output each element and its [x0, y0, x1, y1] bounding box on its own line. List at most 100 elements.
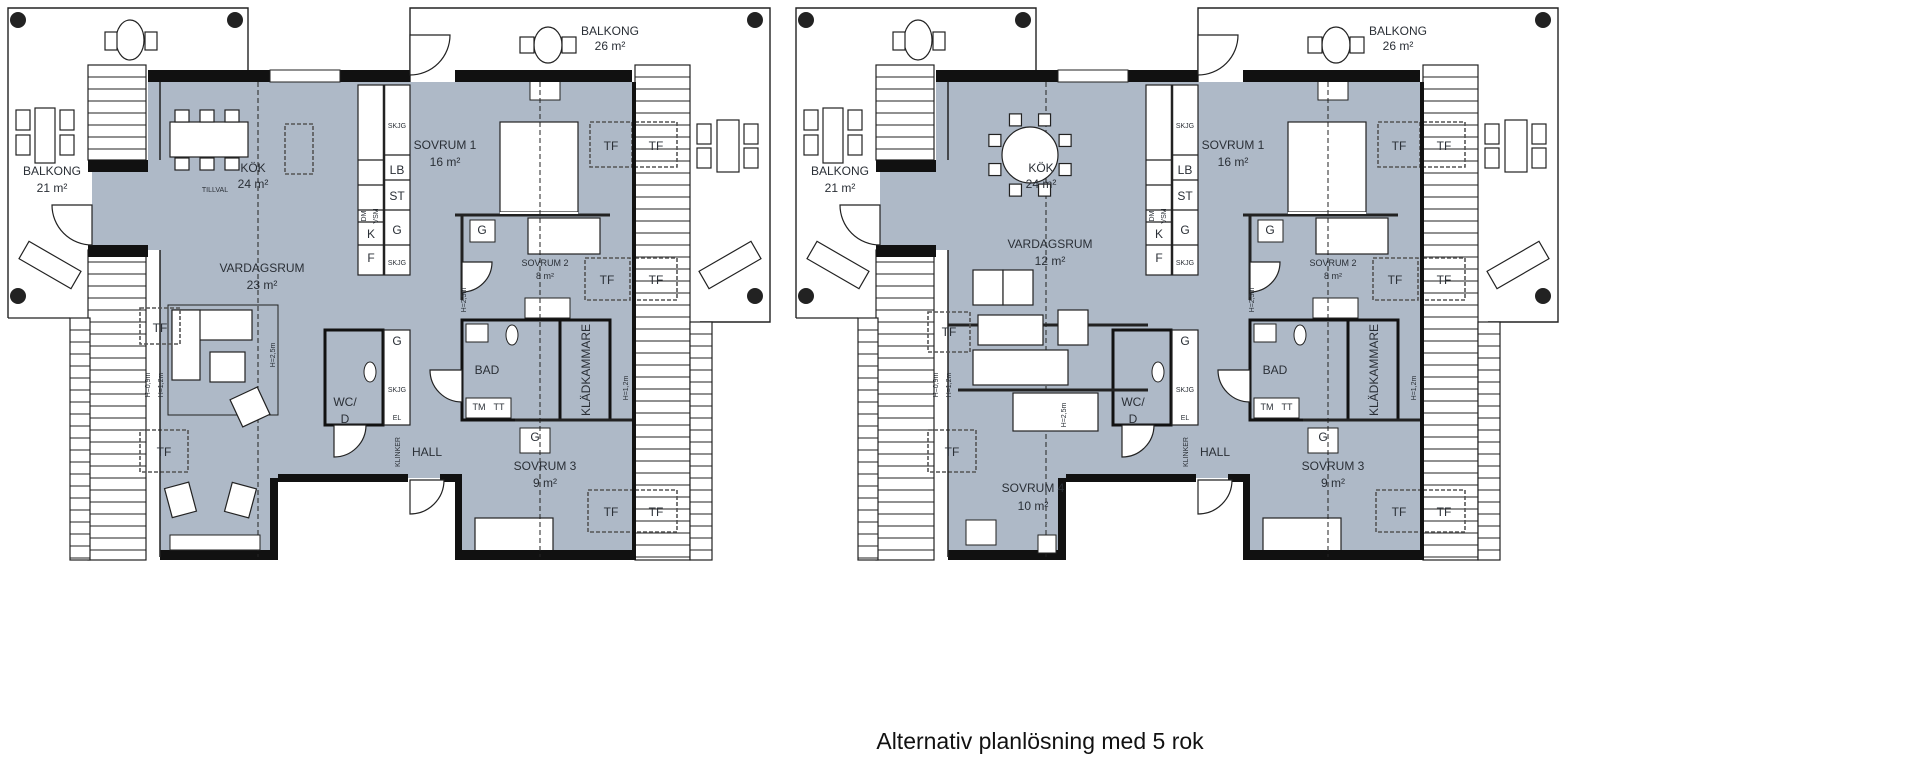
- chair-icon: [696, 123, 712, 145]
- plant-icon: [1535, 288, 1551, 304]
- chair-icon: [174, 157, 190, 171]
- chair-icon: [932, 31, 946, 51]
- label-height: H=0,9m: [145, 372, 152, 397]
- plant-icon: [1015, 12, 1031, 28]
- chair-icon: [1057, 309, 1089, 346]
- wc-cabinets: [383, 329, 411, 426]
- label-skjg: SKJG: [1176, 387, 1194, 394]
- tf-box: [927, 429, 977, 473]
- chair-icon: [174, 109, 190, 123]
- label-dm: DM: [361, 210, 368, 221]
- wall: [632, 82, 636, 560]
- label-hall: HALL: [1200, 445, 1230, 459]
- wall: [1250, 550, 1420, 560]
- wall: [1420, 82, 1424, 560]
- sofa-icon: [171, 309, 201, 381]
- label-kladkammare: KLÄDKAMMARE: [579, 324, 593, 416]
- label-tt: TT: [494, 402, 505, 412]
- label-sovrum3-area: 9 m²: [533, 476, 557, 490]
- tf-box: [139, 429, 189, 473]
- chair-icon: [144, 31, 158, 51]
- wall: [455, 70, 632, 82]
- label-bad: BAD: [1263, 363, 1288, 377]
- roof-area-nw: [87, 64, 147, 161]
- roof-area-e-outer: [689, 321, 713, 561]
- desk-icon: [1317, 79, 1349, 101]
- roof-outline: [875, 249, 935, 561]
- door-sovrum2: [1249, 261, 1281, 293]
- label-g: G: [392, 334, 401, 348]
- label-vardagsrum-area: 12 m²: [1035, 254, 1066, 268]
- wardrobe-icon: [1307, 427, 1339, 454]
- roof-area-e: [634, 64, 691, 561]
- label-lb: LB: [390, 163, 405, 177]
- sunlounger-icon: [698, 240, 762, 290]
- door-swing: [1121, 424, 1155, 458]
- label-wc-d: D: [1129, 412, 1138, 426]
- label-tf: TF: [942, 325, 957, 339]
- chair-icon: [1058, 133, 1072, 148]
- chair-icon: [104, 31, 118, 51]
- label-skjg: SKJG: [1176, 260, 1194, 267]
- window: [269, 69, 341, 83]
- label-balkong-north-area: 26 m²: [595, 39, 626, 53]
- label-balkong-west: BALKONG: [23, 164, 81, 178]
- chair-icon: [561, 36, 577, 54]
- bed-icon: [1012, 392, 1099, 432]
- label-hall: HALL: [412, 445, 442, 459]
- chair-icon: [696, 147, 712, 169]
- label-st: ST: [1177, 189, 1193, 203]
- label-tf: TF: [1392, 505, 1407, 519]
- chair-icon: [1531, 123, 1547, 145]
- roof-area-w-outer: [857, 317, 879, 561]
- wall: [1128, 70, 1198, 82]
- door-swing: [333, 424, 367, 458]
- balcony-north-outline: [1197, 7, 1559, 323]
- label-skjg: SKJG: [1176, 123, 1194, 130]
- label-g: G: [1180, 334, 1189, 348]
- wall: [1058, 478, 1066, 560]
- round-table-icon: [903, 19, 933, 61]
- label-kok: KÖK: [240, 161, 265, 175]
- door-sovrum2: [461, 261, 493, 293]
- plant-icon: [798, 12, 814, 28]
- roof-area-w-inner: [87, 249, 147, 561]
- label-tt: TT: [1282, 402, 1293, 412]
- chair-icon: [15, 109, 31, 131]
- label-kok: KÖK: [1028, 161, 1053, 175]
- roof-area-w-inner: [875, 249, 935, 561]
- door-swing: [839, 204, 881, 246]
- label-sovrum2: SOVRUM 2: [1309, 258, 1356, 268]
- label-height: H=2,5m: [461, 287, 468, 312]
- round-table-icon: [533, 26, 563, 64]
- label-tf: TF: [1392, 139, 1407, 153]
- label-klinker: KLINKER: [1183, 437, 1190, 467]
- label-balkong-north: BALKONG: [1369, 24, 1427, 38]
- door-wc: [333, 424, 367, 458]
- label-g: G: [477, 223, 486, 237]
- chair-icon: [1037, 183, 1052, 197]
- sink-icon: [465, 323, 489, 343]
- label-sovrum1-area: 16 m²: [430, 155, 461, 169]
- entry-door: [409, 479, 445, 515]
- chair-icon: [988, 133, 1002, 148]
- chair-icon: [847, 109, 863, 131]
- plant-icon: [747, 288, 763, 304]
- entry-door-balcony-north: [1197, 34, 1239, 76]
- entry-door-balcony-north: [409, 34, 451, 76]
- sunlounger-icon: [1486, 240, 1550, 290]
- floor-area: [92, 82, 632, 557]
- wall: [160, 550, 270, 560]
- label-tf: TF: [945, 445, 960, 459]
- label-sovrum2-area: 8 m²: [536, 271, 554, 281]
- wardrobe-icon: [1257, 219, 1284, 243]
- label-klinker: KLINKER: [395, 437, 402, 467]
- wall: [340, 70, 410, 82]
- label-sovrum3-area: 9 m²: [1321, 476, 1345, 490]
- label-balkong-north: BALKONG: [581, 24, 639, 38]
- wc-cabinets: [1171, 329, 1199, 426]
- wall: [88, 160, 148, 172]
- chair-icon: [519, 36, 535, 54]
- coffee-table-icon: [209, 351, 246, 383]
